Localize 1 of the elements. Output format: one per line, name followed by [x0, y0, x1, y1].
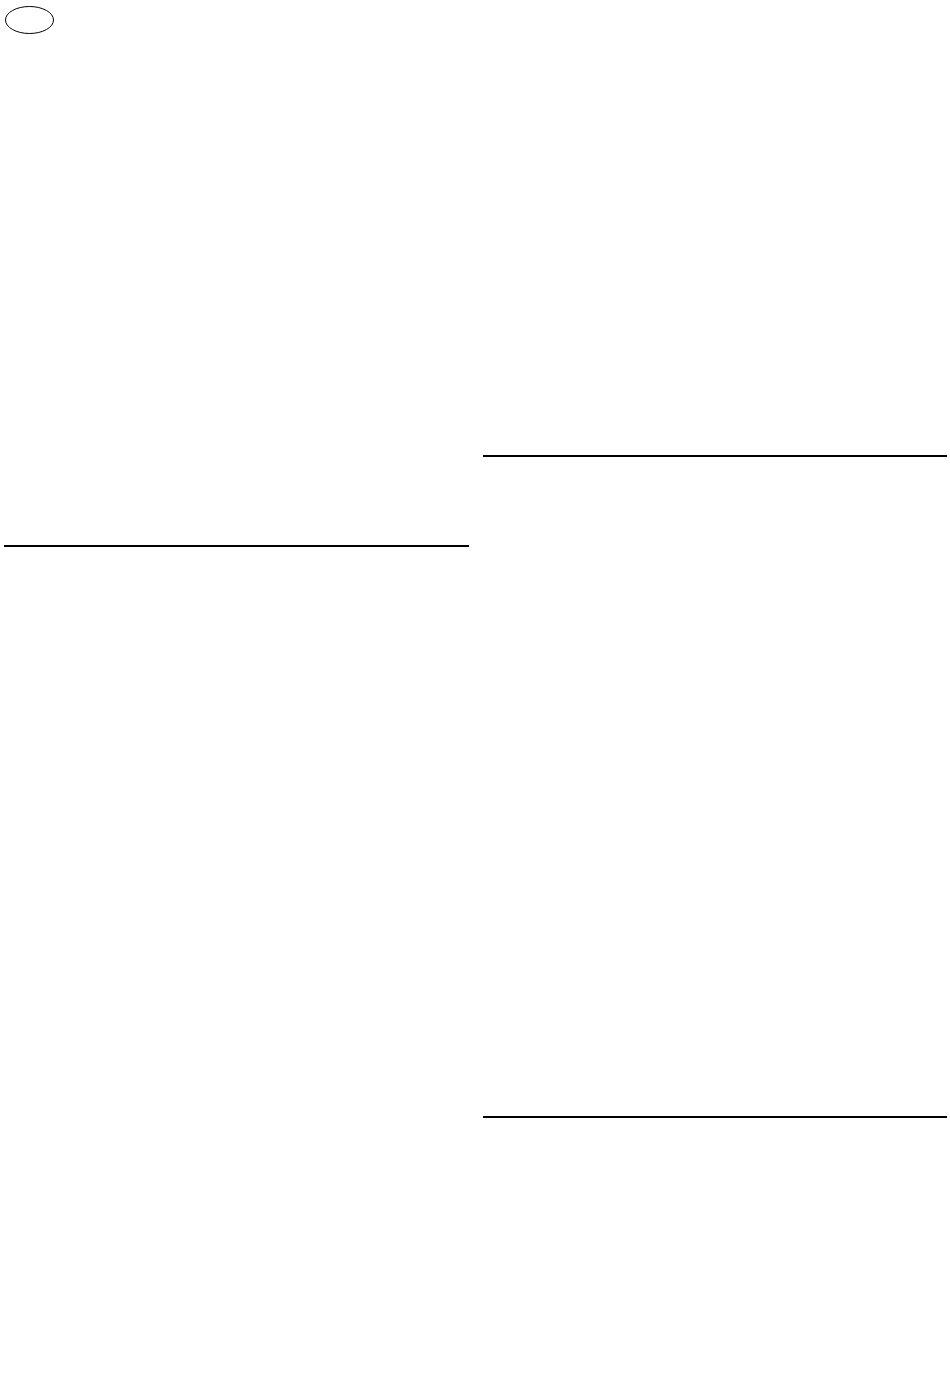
empty-ellipse-shape [5, 6, 54, 34]
